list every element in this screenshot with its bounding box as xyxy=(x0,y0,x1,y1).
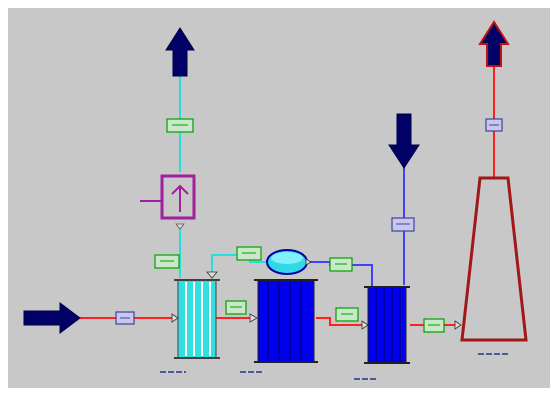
stream-tag-vessel-out[interactable] xyxy=(335,307,359,322)
column-icon[interactable] xyxy=(361,286,410,364)
vent-stack-arrow-icon[interactable] xyxy=(478,20,510,67)
stream-tag-vessel-top[interactable] xyxy=(329,257,353,272)
stream-tag-steam[interactable] xyxy=(391,217,415,232)
stream-line-vessel-to-column xyxy=(316,317,366,326)
steam-arrow-icon[interactable] xyxy=(388,113,420,169)
stream-tag-feed[interactable] xyxy=(115,311,135,325)
valve-unit-icon[interactable] xyxy=(140,174,196,230)
stream-tag-stack-vent[interactable] xyxy=(485,118,503,132)
tank-icon[interactable] xyxy=(266,249,312,275)
stream-tag-exchanger-top[interactable] xyxy=(154,254,180,269)
chimney-stack-icon[interactable] xyxy=(454,176,528,342)
heat-exchanger-icon[interactable] xyxy=(171,271,220,359)
stream-tag-column-out[interactable] xyxy=(423,318,445,333)
outlet-arrow-icon[interactable] xyxy=(165,27,195,77)
stream-tag-exchanger-out[interactable] xyxy=(225,300,247,315)
inlet-feed-arrow-icon[interactable] xyxy=(23,302,81,334)
stream-tag-outlet[interactable] xyxy=(166,118,194,133)
unit-label-marks xyxy=(160,353,508,380)
vessel-icon[interactable] xyxy=(249,279,318,363)
stream-tag-recycle[interactable] xyxy=(236,246,262,261)
